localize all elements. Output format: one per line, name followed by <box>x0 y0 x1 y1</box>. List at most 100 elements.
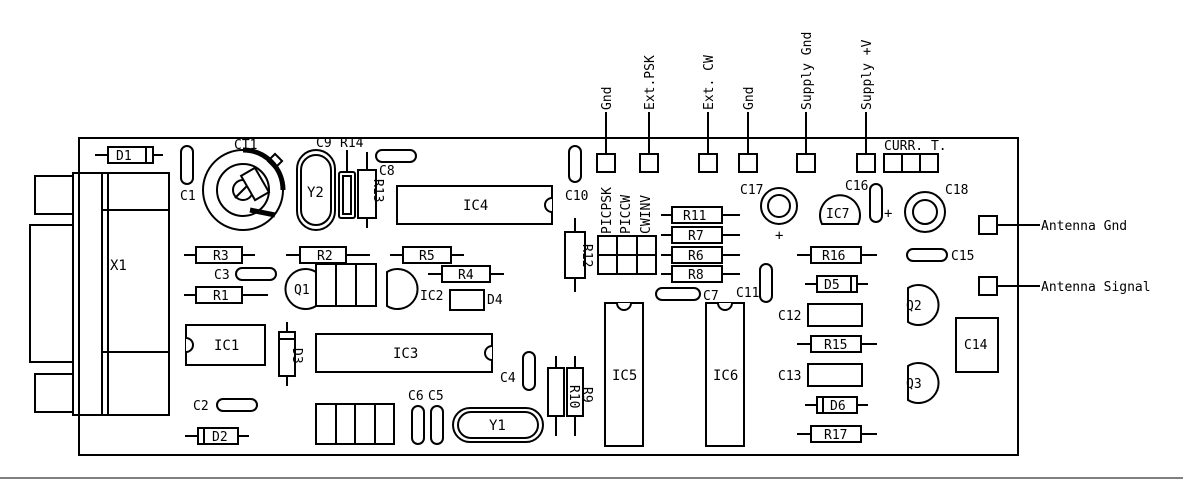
r2-label: R2 <box>317 249 333 264</box>
r16-label: R16 <box>822 249 845 264</box>
piccw-label: PICCW <box>619 195 634 234</box>
ic4-label: IC4 <box>463 198 488 214</box>
d6-diode <box>805 396 868 414</box>
c17-label: C17 <box>740 183 763 198</box>
c2-label: C2 <box>193 399 209 414</box>
r1-label: R1 <box>213 289 229 304</box>
conn-ext-psk-label: Ext.PSK <box>643 55 658 110</box>
c5-label: C5 <box>428 389 444 404</box>
c9-label: C9 <box>316 136 332 151</box>
c3-label: C3 <box>214 268 230 283</box>
c8-capacitor <box>375 149 417 163</box>
mid-regulator-block <box>315 263 377 307</box>
antenna-signal-pad <box>978 276 998 296</box>
r17-resistor <box>797 425 877 443</box>
y1-label: Y1 <box>489 418 506 434</box>
r6-resistor <box>661 246 740 264</box>
c16-label: C16 <box>845 179 868 194</box>
c6-label: C6 <box>408 389 424 404</box>
q2-label: Q2 <box>906 299 922 314</box>
ic1-chip <box>185 324 266 366</box>
curr-t-pads <box>883 153 939 173</box>
c16-plus: + <box>884 206 892 222</box>
r3-resistor <box>184 246 255 264</box>
x1-connector <box>29 172 170 416</box>
r8-resistor <box>661 265 740 283</box>
r7-resistor <box>661 226 740 244</box>
ic5-label: IC5 <box>612 368 637 384</box>
c12-label: C12 <box>778 309 801 324</box>
d2-diode <box>185 427 249 445</box>
antenna-gnd-label: Antenna Gnd <box>1041 219 1127 234</box>
c7-label: C7 <box>703 289 719 304</box>
r10-label: R10 <box>566 385 581 408</box>
c17-capacitor <box>760 187 798 225</box>
r16-resistor <box>797 246 877 264</box>
c13-capacitor <box>807 363 863 387</box>
conn-ext-cw-label: Ext. CW <box>702 55 717 110</box>
r13-label: R13 <box>370 179 385 202</box>
c2-capacitor <box>216 398 258 412</box>
r9-label: R9 <box>579 387 594 403</box>
c3-capacitor <box>235 267 277 281</box>
y2-crystal <box>296 149 336 231</box>
c10-label: C10 <box>565 189 588 204</box>
r4-resistor <box>428 265 504 283</box>
c13-label: C13 <box>778 369 801 384</box>
x1-label: X1 <box>110 258 127 274</box>
conn-gnd1-label: Gnd <box>600 87 615 110</box>
d5-label: D5 <box>824 278 840 293</box>
c10-capacitor <box>568 145 582 183</box>
c11-label: C11 <box>736 286 759 301</box>
q1-label: Q1 <box>294 283 310 298</box>
ic7-label: IC7 <box>826 207 849 222</box>
d3-diode <box>278 322 296 386</box>
r8-label: R8 <box>688 268 704 283</box>
conn-gnd2-label: Gnd <box>742 87 757 110</box>
r17-label: R17 <box>824 428 847 443</box>
c4-capacitor <box>522 351 536 391</box>
r11-resistor <box>661 206 740 224</box>
r15-resistor <box>797 335 877 353</box>
ic3-label: IC3 <box>393 346 418 362</box>
r7-label: R7 <box>688 229 704 244</box>
r14-resistor <box>338 150 356 219</box>
r11-label: R11 <box>683 209 706 224</box>
q1-transistor <box>284 268 317 310</box>
ct1-trimmer <box>202 147 286 231</box>
r14-label: R14 <box>340 136 364 151</box>
d4-label: D4 <box>487 293 503 308</box>
d1-label: D1 <box>116 149 132 164</box>
r12-label: R12 <box>579 244 594 267</box>
d3-label: D3 <box>289 348 304 364</box>
ic5-chip <box>604 302 644 447</box>
board-outline <box>78 137 1019 456</box>
c7-capacitor <box>655 287 701 301</box>
antenna-signal-label: Antenna Signal <box>1041 280 1151 295</box>
c14-capacitor <box>955 317 999 373</box>
q3-transistor <box>907 362 940 404</box>
c1-label: C1 <box>180 189 196 204</box>
c17-plus: + <box>775 228 783 244</box>
curr-t-label: CURR. T. <box>884 139 947 154</box>
c18-capacitor <box>904 191 946 233</box>
connector-pads <box>596 112 876 173</box>
q2-transistor <box>907 284 940 326</box>
conn-supply-v-label: Supply +V <box>860 39 875 110</box>
r12-resistor <box>564 218 586 292</box>
q3-label: Q3 <box>906 377 922 392</box>
r9-resistor <box>566 356 584 436</box>
ic4-chip <box>396 185 553 225</box>
picpsk-label: PICPSK <box>600 187 615 234</box>
c4-label: C4 <box>500 371 516 386</box>
bottom-regulator-block <box>315 403 395 445</box>
c12-capacitor <box>807 303 863 327</box>
ic2-label: IC2 <box>420 289 443 304</box>
c6-capacitor <box>411 405 425 445</box>
r10-resistor <box>547 356 565 436</box>
ic1-label: IC1 <box>214 338 239 354</box>
c15-label: C15 <box>951 249 974 264</box>
c8-label: C8 <box>379 164 395 179</box>
c1-capacitor <box>180 145 194 185</box>
